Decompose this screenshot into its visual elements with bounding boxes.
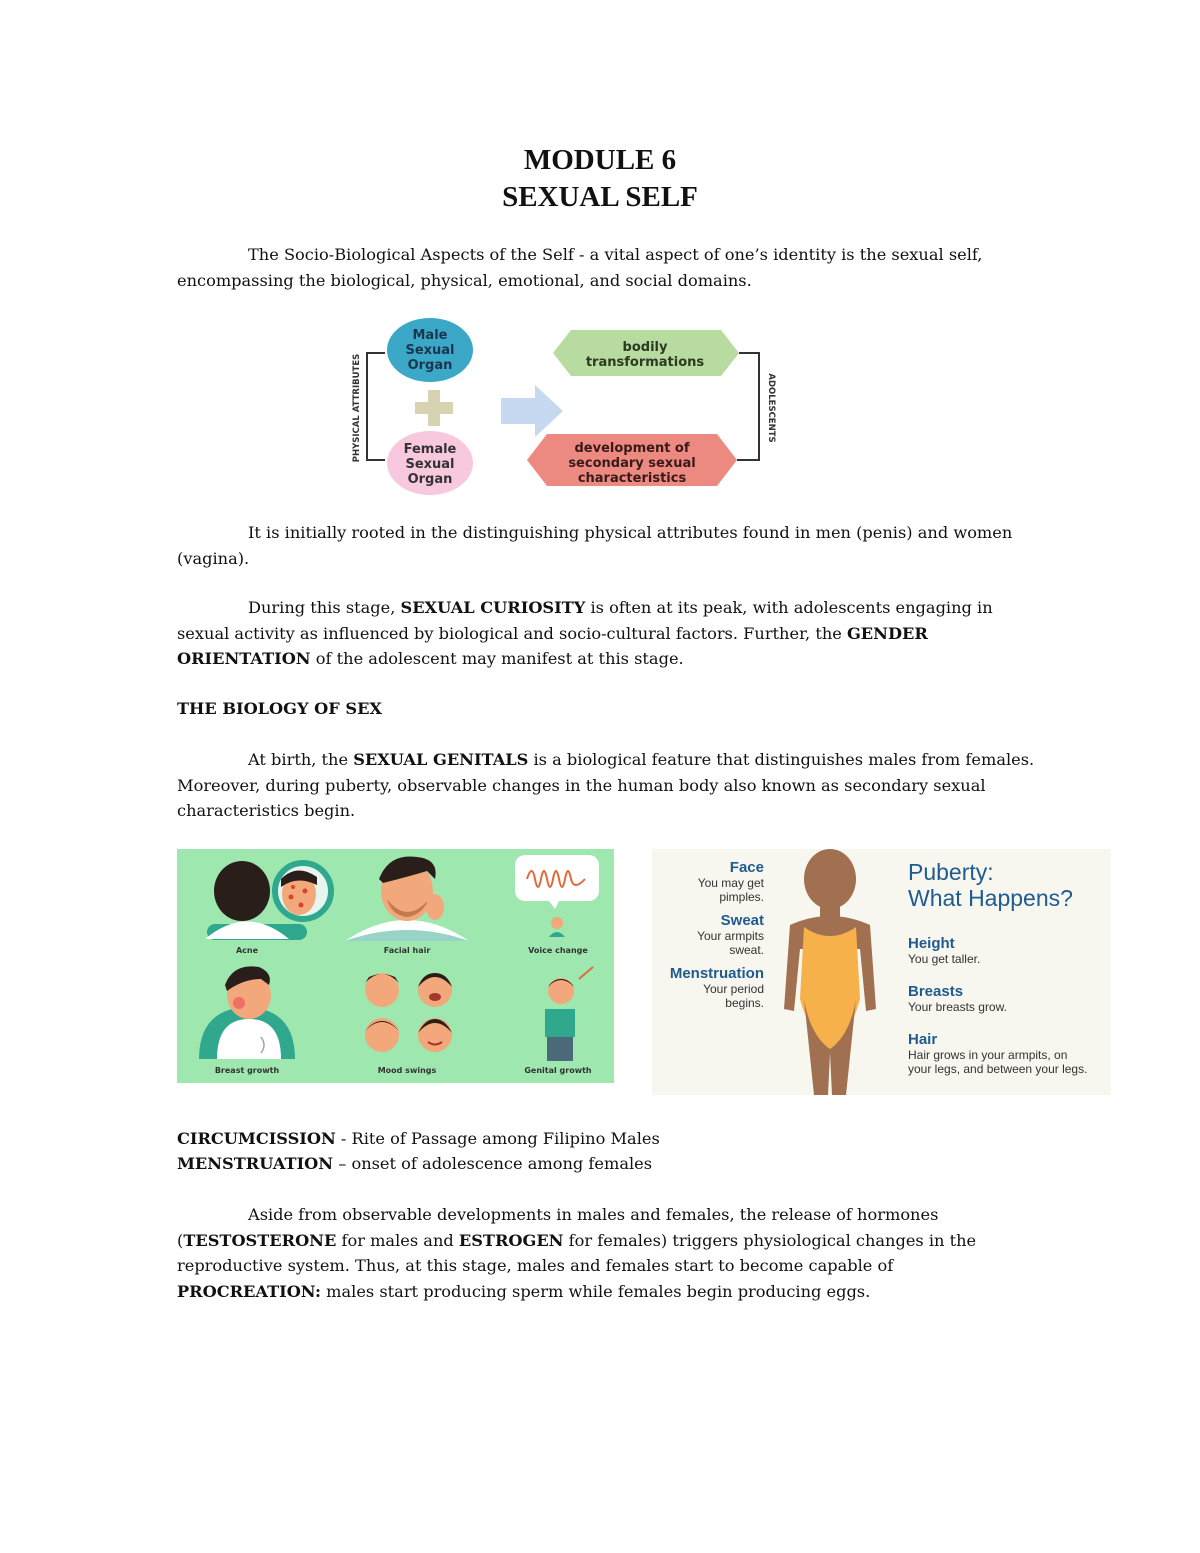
female-figure-icon: [784, 849, 876, 1095]
top-label-2: transformations: [586, 355, 705, 370]
male-organ-node: [387, 318, 473, 382]
right-bracket: [737, 352, 760, 461]
infographic-title: Puberty: What Happens?: [908, 859, 1073, 911]
module-number: MODULE 6: [523, 144, 677, 176]
female-label-3: Organ: [408, 472, 453, 487]
plus-icon-v: [428, 390, 440, 426]
genital-growth-panel: [545, 966, 594, 1061]
female-organ-node: [387, 431, 473, 495]
female-label-1: Female: [404, 442, 457, 457]
bottom-label-2: secondary sexual: [568, 456, 695, 471]
breasts-callout: Breasts Your breasts grow.: [908, 983, 1007, 1014]
height-callout: Height You get taller.: [908, 935, 981, 966]
female-label-2: Sexual: [405, 457, 454, 472]
voice-change-panel: [515, 855, 599, 937]
paragraph-hormones: Aside from observable developments in ma…: [177, 1205, 977, 1301]
mood-swings-panel: [365, 973, 452, 1052]
section-heading: THE BIOLOGY OF SEX: [177, 699, 382, 718]
hair-callout: Hair Hair grows in your armpits, on your…: [908, 1031, 1088, 1076]
intro-paragraph: The Socio-Biological Aspects of the Self…: [177, 245, 983, 290]
face-callout: Face You may get pimples.: [697, 859, 764, 904]
mood-swings-label: Mood swings: [378, 1066, 437, 1075]
facial-hair-panel: [345, 856, 469, 941]
male-label-2: Sexual: [405, 343, 454, 358]
left-bracket: [366, 352, 385, 461]
sweat-callout: Sweat Your armpits sweat.: [697, 912, 764, 957]
male-label-1: Male: [413, 328, 448, 343]
secondary-characteristics-node: [527, 434, 737, 486]
breast-growth-panel: [199, 966, 295, 1059]
bottom-label-3: characteristics: [578, 471, 687, 486]
breast-growth-label: Breast growth: [215, 1066, 280, 1075]
paragraph-sexual-curiosity: During this stage, SEXUAL CURIOSITY is o…: [177, 598, 993, 668]
male-label-3: Organ: [408, 358, 453, 373]
right-arrow-icon: [501, 385, 563, 437]
bottom-label-1: development of: [574, 441, 689, 456]
left-bracket-label: PHYSICAL ATTRIBUTES: [352, 354, 362, 463]
page-title: SEXUAL SELF: [502, 181, 698, 213]
paragraph-biology: At birth, the SEXUAL GENITALS is a biolo…: [177, 750, 1035, 820]
genital-growth-label: Genital growth: [524, 1066, 592, 1075]
definition-circumcision: CIRCUMCISSION - Rite of Passage among Fi…: [177, 1129, 660, 1148]
bodily-transformations-node: [553, 330, 739, 376]
top-label-1: bodily: [623, 340, 668, 355]
puberty-infographic: Face You may get pimples. Sweat Your arm…: [652, 849, 1111, 1095]
acne-label: Acne: [236, 946, 259, 955]
right-callouts: Height You get taller. Breasts Your brea…: [908, 935, 1108, 1076]
facial-hair-label: Facial hair: [384, 946, 431, 955]
right-bracket-label: ADOLESCENTS: [766, 373, 776, 442]
voice-change-label: Voice change: [528, 946, 588, 955]
paragraph-physical-attributes: It is initially rooted in the distinguis…: [177, 523, 1013, 568]
left-callouts: Face You may get pimples. Sweat Your arm…: [656, 859, 764, 1010]
definition-menstruation: MENSTRUATION – onset of adolescence amon…: [177, 1154, 653, 1173]
menstruation-callout: Menstruation Your period begins.: [669, 965, 764, 1010]
physical-attributes-diagram: PHYSICAL ATTRIBUTES Male Sexual Organ Fe…: [352, 318, 776, 495]
male-puberty-illustration: Acne Facial hair Voice change Breast gro…: [177, 849, 614, 1083]
acne-panel: [205, 860, 334, 940]
